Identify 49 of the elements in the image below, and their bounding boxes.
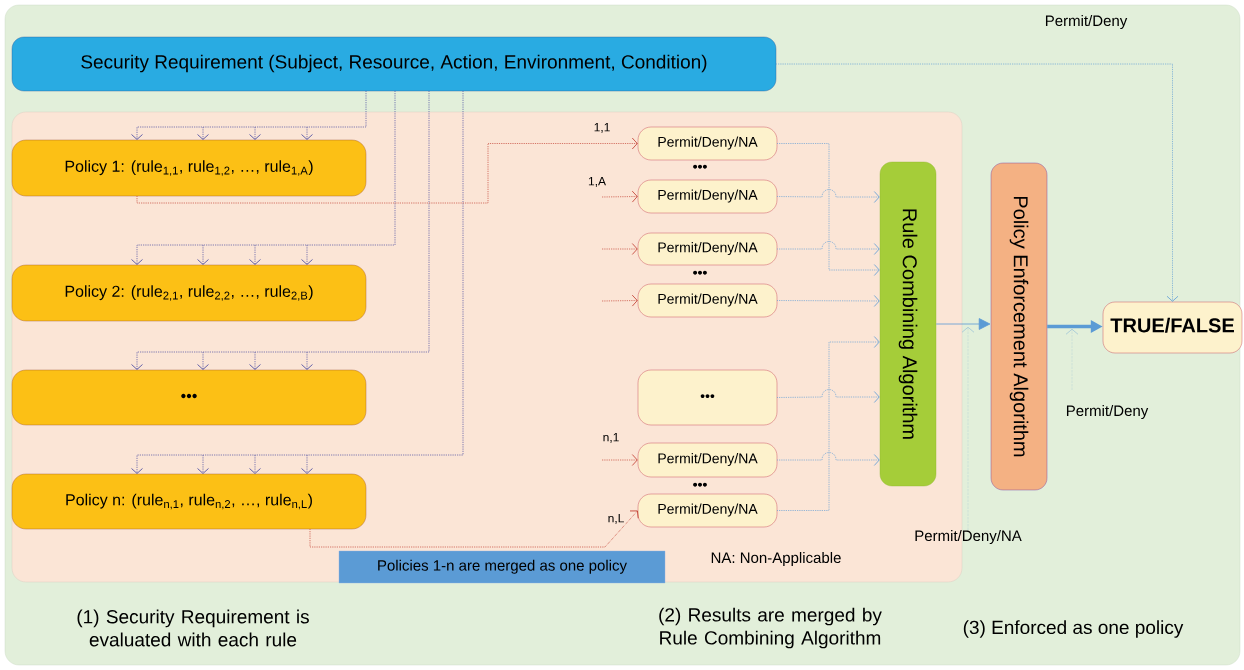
arrow bbox=[776, 241, 880, 255]
policy-box: Policy n: (rule$_{n,1}$, rule$_{n,2}$, …, rule$_{n,L}$) bbox=[11, 473, 367, 530]
arrow bbox=[601, 294, 638, 307]
edge-label: 1,1 bbox=[592, 122, 612, 134]
policy-box: ••• bbox=[11, 369, 367, 426]
policy-box: Policy 1: (rule$_{1,1}$, rule$_{1,2}$, …, rule$_{1,A}$) bbox=[11, 139, 367, 197]
arrow bbox=[776, 336, 880, 511]
arrow bbox=[601, 190, 638, 203]
process-box: Security Requirement (Subject, Resource, Action, Environment, Condition) bbox=[11, 36, 777, 92]
arrow bbox=[309, 510, 639, 548]
result-box: Permit/Deny/NA bbox=[637, 179, 778, 214]
arrow bbox=[131, 90, 367, 140]
result-box: Permit/Deny/NA bbox=[637, 283, 778, 318]
arrow bbox=[131, 90, 430, 370]
result-box: TRUE/FALSE bbox=[1102, 301, 1243, 354]
arrow bbox=[601, 243, 638, 255]
policy-box: Policy 2: (rule$_{2,1}$, rule$_{2,2}$, …, rule$_{2,B}$) bbox=[11, 264, 367, 322]
edge-label: n,1 bbox=[601, 432, 621, 444]
algorithm-box: Policy Enforcement Algorithm bbox=[990, 162, 1048, 491]
result-box: Permit/Deny/NA bbox=[637, 442, 778, 478]
result-box: ••• bbox=[637, 369, 778, 426]
arrow bbox=[131, 90, 464, 474]
arrow bbox=[131, 90, 396, 265]
annotation-text: Permit/Deny/NA bbox=[915, 530, 1022, 544]
result-box: Permit/Deny/NA bbox=[637, 126, 778, 161]
annotation-text: Permit/Deny bbox=[1067, 405, 1149, 419]
arrow bbox=[935, 318, 991, 330]
dots: ••• bbox=[693, 164, 707, 169]
arrow bbox=[776, 295, 880, 307]
arrow bbox=[776, 389, 880, 403]
caption-text: (2) Results are merged by Rule Combining Algorithm bbox=[659, 607, 882, 649]
arrow bbox=[775, 63, 1179, 302]
algorithm-box: Rule Combining Algorithm bbox=[879, 161, 937, 487]
arrow bbox=[776, 143, 880, 276]
dots: ••• bbox=[693, 270, 707, 275]
caption-text: (1) Security Requirement is evaluated with each rule bbox=[77, 609, 309, 647]
result-box: Permit/Deny/NA bbox=[637, 232, 778, 266]
arrow bbox=[601, 454, 638, 466]
result-box: Permit/Deny/NA bbox=[637, 493, 778, 528]
edge-label: Permit/Deny bbox=[1043, 14, 1129, 30]
dots: ••• bbox=[693, 482, 707, 487]
edge-label: 1,A bbox=[587, 176, 607, 188]
caption-text: (3) Enforced as one policy bbox=[963, 620, 1184, 638]
arrow bbox=[136, 137, 638, 204]
arrow bbox=[776, 189, 880, 203]
note-text: NA: Non-Applicable bbox=[711, 552, 841, 566]
note-box: Policies 1-n are merged as one policy bbox=[338, 550, 666, 584]
arrow bbox=[776, 452, 880, 466]
edge-label: n,L bbox=[606, 513, 626, 525]
